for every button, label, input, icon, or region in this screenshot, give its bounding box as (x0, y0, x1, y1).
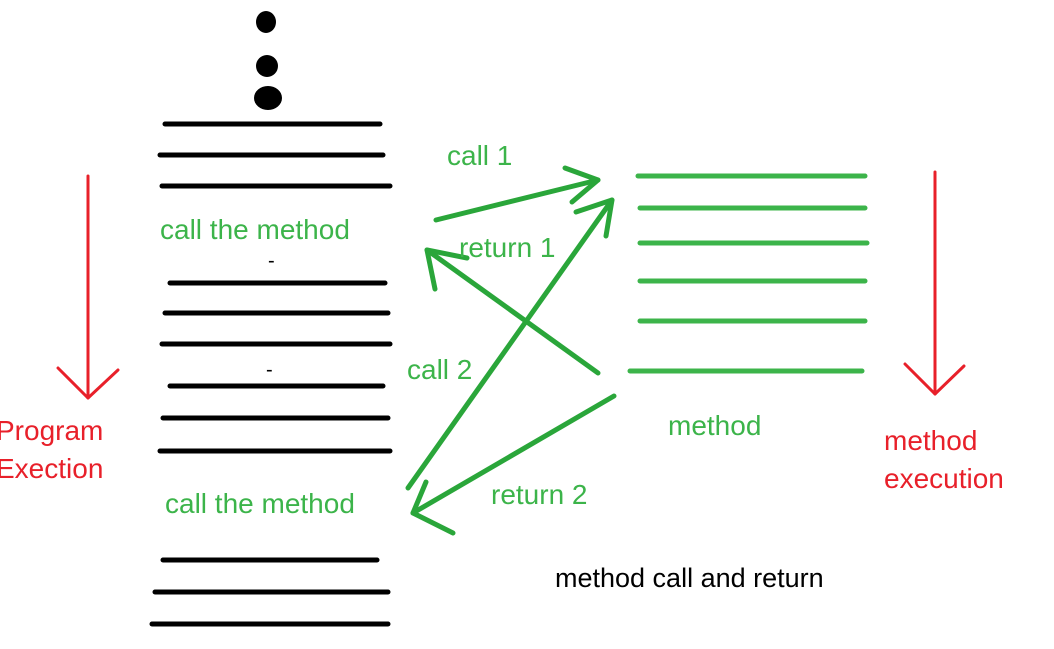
call-1-label: call 1 (447, 140, 513, 171)
dot-3 (254, 86, 282, 110)
call-1-arrow (433, 165, 601, 223)
return-1-arrow (424, 247, 601, 376)
continuation-dots (254, 11, 282, 110)
call-2-arrow (405, 197, 615, 491)
ellipsis-dash-top: - (268, 250, 275, 272)
method-execution-label-line2: execution (884, 463, 1004, 494)
program-execution-label-line1: Program (0, 415, 104, 446)
call-2-label: call 2 (407, 354, 473, 385)
ellipsis-dash-bottom: - (266, 359, 273, 381)
return-1-label: return 1 (459, 232, 556, 263)
dot-1 (256, 11, 276, 33)
return-2-label: return 2 (491, 479, 588, 510)
call-the-method-top-label: call the method (160, 214, 350, 245)
method-execution-label-line1: method (884, 425, 978, 456)
method-label: method (668, 410, 762, 441)
call-return-arrows (405, 165, 617, 536)
return-2-arrow (410, 393, 617, 536)
call-the-method-bottom-label: call the method (165, 488, 355, 519)
diagram-caption: method call and return (555, 563, 824, 593)
program-execution-arrow (56, 174, 120, 400)
method-execution-arrow (903, 170, 966, 396)
program-code-lines (149, 121, 393, 627)
program-execution-label-line2: Exection (0, 453, 104, 484)
method-code-lines (627, 173, 870, 374)
dot-2 (256, 55, 278, 77)
